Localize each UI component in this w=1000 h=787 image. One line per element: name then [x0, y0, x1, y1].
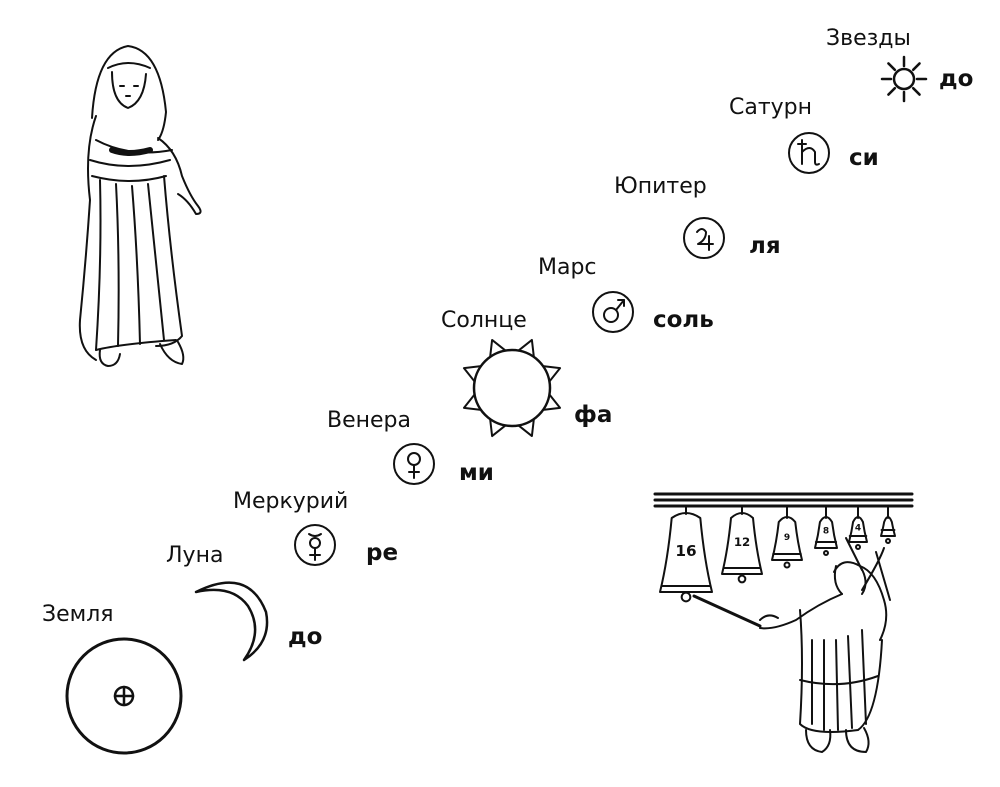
- mars-note: соль: [653, 307, 714, 333]
- bell: 8: [814, 505, 838, 556]
- mercury-label: Меркурий: [233, 489, 349, 514]
- moon-note: до: [288, 624, 323, 650]
- earth-symbol: [65, 637, 183, 755]
- mars-label: Марс: [538, 255, 597, 280]
- moon-label: Луна: [166, 543, 224, 568]
- bell: 4: [848, 505, 868, 550]
- star-ray: [887, 86, 897, 96]
- jupiter-note: ля: [749, 233, 781, 259]
- saturn-note: си: [849, 145, 879, 171]
- venus-note: ми: [459, 460, 494, 486]
- venus-symbol: [393, 443, 435, 485]
- stars-symbol: [880, 55, 928, 103]
- venus-label: Венера: [327, 408, 411, 433]
- sun-ray: [489, 338, 507, 358]
- star-ray: [911, 86, 921, 96]
- bell-number: 16: [675, 542, 696, 560]
- sun-ray: [542, 393, 562, 411]
- jupiter-label: Юпитер: [614, 174, 707, 199]
- moon-symbol: [194, 581, 269, 662]
- jupiter-symbol: [683, 217, 725, 259]
- sun-ray: [489, 418, 507, 438]
- sun-ray: [542, 365, 562, 383]
- sun-ray: [462, 365, 482, 383]
- bell-number: 12: [734, 535, 750, 549]
- sun-ray: [462, 393, 482, 411]
- bell: [880, 505, 896, 544]
- sun-note: фа: [574, 402, 613, 428]
- bell: 12: [721, 505, 763, 584]
- sun-label: Солнце: [441, 308, 527, 333]
- saturn-label: Сатурн: [729, 95, 813, 120]
- bell-number: 8: [823, 527, 829, 537]
- mercury-symbol: [294, 524, 336, 566]
- bell-ringer-scene: 16 12 9 8 4: [653, 492, 914, 753]
- star-ray: [911, 62, 921, 72]
- bell-number: 4: [855, 523, 861, 533]
- bell-number: 9: [784, 533, 790, 543]
- mars-symbol: [592, 291, 634, 333]
- earth-label: Земля: [42, 602, 114, 627]
- stars-note: до: [939, 66, 974, 92]
- sun-symbol: [462, 338, 562, 438]
- sun-ray: [517, 338, 535, 358]
- bell: 9: [771, 505, 803, 569]
- woman-figure: [78, 45, 202, 367]
- stars-label: Звезды: [826, 26, 911, 51]
- bell: 16: [659, 505, 713, 603]
- sun-ray: [517, 418, 535, 438]
- mercury-note: ре: [366, 540, 399, 566]
- saturn-symbol: [788, 132, 830, 174]
- star-ray: [887, 62, 897, 72]
